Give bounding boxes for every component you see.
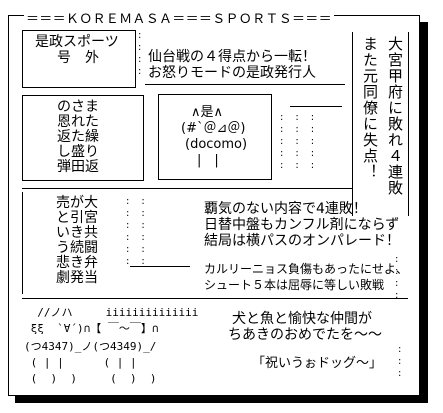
left-column-2-line-3: いき共: [56, 225, 98, 241]
left-column-2-line-2: と引宮: [56, 210, 98, 226]
right-column-rule-2: [408, 32, 409, 216]
rule: [290, 106, 342, 107]
left-column-1-line-4: し盛り: [57, 144, 99, 160]
left-column-box: のさま 恩れた 返た繰 し盛り 弾田返: [22, 95, 144, 181]
edition-box: 是政スポーツ 号 外: [22, 30, 136, 88]
left-column-2-line-5: 悲き弁: [56, 255, 98, 271]
dot-filler: : : : : : : : : : : : :: [126, 196, 146, 267]
left-column-2-line-4: う続闘: [56, 240, 98, 256]
right-column-headline-1: 大宮甲府に敗れ４連敗: [386, 36, 404, 196]
left-column-2-line-1: 売が大: [56, 195, 98, 211]
rule: [145, 84, 345, 85]
mascot-box: ∧是∧ (#`＠⊿＠) (docomo) | |: [158, 94, 272, 180]
mascot-line-4: | |: [197, 153, 219, 168]
rule: [22, 188, 352, 189]
right-column-headline-2: また元同僚に失点！: [361, 36, 379, 180]
ascii-art-line-4: ( | | ( | |: [24, 356, 137, 369]
headline-2-line-3: 結局は横パスのオンパレード！: [204, 233, 400, 249]
dot-filler: : : : :: [395, 254, 400, 301]
edition-title: 是政スポーツ: [35, 34, 119, 50]
ascii-art-line-1: //ノハ iiiiiiiiiiiiii: [24, 306, 199, 319]
ascii-art-line-5: ( ) ) ( ) ): [24, 372, 157, 385]
left-column-1-line-3: 返た繰: [57, 129, 99, 145]
rule: [130, 266, 190, 267]
lead-headline-2: お怒りモードの是政発行人: [148, 65, 316, 81]
headline-2-line-1: 覇気のない内容で4連敗！: [204, 201, 367, 217]
ascii-art-line-2: ξξ `∀´)∩【 ￣～￣】∩: [24, 322, 159, 335]
mascot-line-1: ∧是∧: [191, 105, 224, 120]
bottom-text-1: 犬と魚と愉快な仲間が: [232, 311, 372, 327]
dot-filler: : : : :: [138, 30, 143, 77]
rule: [22, 192, 23, 294]
left-column-1-line-2: 恩れた: [57, 114, 99, 130]
left-column-2-line-6: 劇発当: [56, 270, 98, 286]
frame-shadow-right: [420, 22, 428, 402]
mascot-line-2: (#`＠⊿＠): [181, 121, 246, 136]
subhead-line-1: カルリーニョス負傷もあったにせよ、: [204, 262, 409, 276]
right-column-rule: [352, 32, 353, 216]
mascot-line-3: (docomo): [185, 137, 248, 152]
ascii-art-line-3: (つ4347)_ノ(つ4349)_/: [24, 340, 157, 353]
headline-2-line-2: 日替中盤もカンフル剤にならず: [204, 217, 400, 233]
dot-filler: : : :: [398, 344, 403, 379]
edition-subtitle: 号 外: [57, 50, 99, 66]
left-column-1-line-1: のさま: [57, 99, 99, 115]
bottom-text-2: ちあきのおめでたを～～: [228, 327, 382, 343]
subhead-line-2: シュート５本は屈辱に等しい敗戦: [204, 278, 385, 292]
frame-shadow-bottom: [15, 396, 428, 403]
bottom-text-3: 「祝いうぉドッグ～」: [252, 356, 383, 371]
lead-headline-1: 仙台戦の４得点から一転！: [148, 49, 316, 65]
rule: [22, 298, 408, 299]
left-column-1-line-5: 弾田返: [57, 159, 99, 175]
masthead: ＝＝＝ＫＯＲＥＭＡＳＡ＝＝＝ＳＰＯＲＴＳ＝＝＝: [24, 8, 334, 27]
dot-filler: : : : : : : : : : : : : : : :: [280, 112, 316, 171]
